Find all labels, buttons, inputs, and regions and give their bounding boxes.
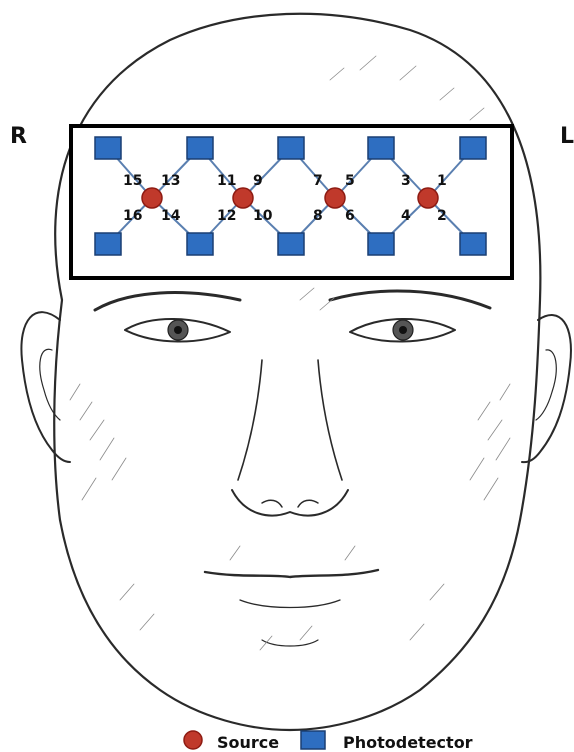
legend: Source Photodetector bbox=[184, 731, 473, 752]
detector-9 bbox=[368, 233, 394, 255]
channel-label-7: 7 bbox=[313, 173, 323, 189]
legend-detector-marker bbox=[301, 731, 325, 749]
detector-8 bbox=[278, 233, 304, 255]
channel-label-15: 15 bbox=[123, 173, 142, 189]
source-4 bbox=[418, 188, 438, 208]
channel-label-3: 3 bbox=[401, 173, 411, 189]
channel-label-10: 10 bbox=[253, 208, 273, 224]
channel-label-8: 8 bbox=[313, 208, 323, 224]
channel-label-11: 11 bbox=[217, 173, 236, 189]
detector-7 bbox=[187, 233, 213, 255]
channel-label-14: 14 bbox=[161, 208, 181, 224]
detector-4 bbox=[368, 137, 394, 159]
detector-10 bbox=[460, 233, 486, 255]
channel-label-16: 16 bbox=[123, 208, 142, 224]
source-2 bbox=[233, 188, 253, 208]
detector-5 bbox=[460, 137, 486, 159]
label-right: R bbox=[10, 124, 27, 149]
detector-1 bbox=[95, 137, 121, 159]
detector-3 bbox=[278, 137, 304, 159]
source-3 bbox=[325, 188, 345, 208]
channel-label-6: 6 bbox=[345, 208, 355, 224]
channel-label-2: 2 bbox=[437, 208, 447, 224]
channel-label-4: 4 bbox=[401, 208, 411, 224]
source-1 bbox=[142, 188, 162, 208]
ear-right bbox=[21, 312, 70, 462]
legend-detector-label: Photodetector bbox=[343, 733, 473, 752]
ear-left bbox=[522, 315, 571, 462]
channel-label-1: 1 bbox=[437, 173, 447, 189]
legend-source-label: Source bbox=[217, 733, 279, 752]
legend-source-marker bbox=[184, 731, 202, 749]
detector-2 bbox=[187, 137, 213, 159]
channel-label-5: 5 bbox=[345, 173, 355, 189]
channel-label-9: 9 bbox=[253, 173, 263, 189]
detector-6 bbox=[95, 233, 121, 255]
channel-label-12: 12 bbox=[217, 208, 236, 224]
label-left: L bbox=[560, 124, 574, 149]
head-outline bbox=[54, 14, 540, 730]
face-sketch bbox=[21, 14, 571, 730]
channel-label-13: 13 bbox=[161, 173, 180, 189]
